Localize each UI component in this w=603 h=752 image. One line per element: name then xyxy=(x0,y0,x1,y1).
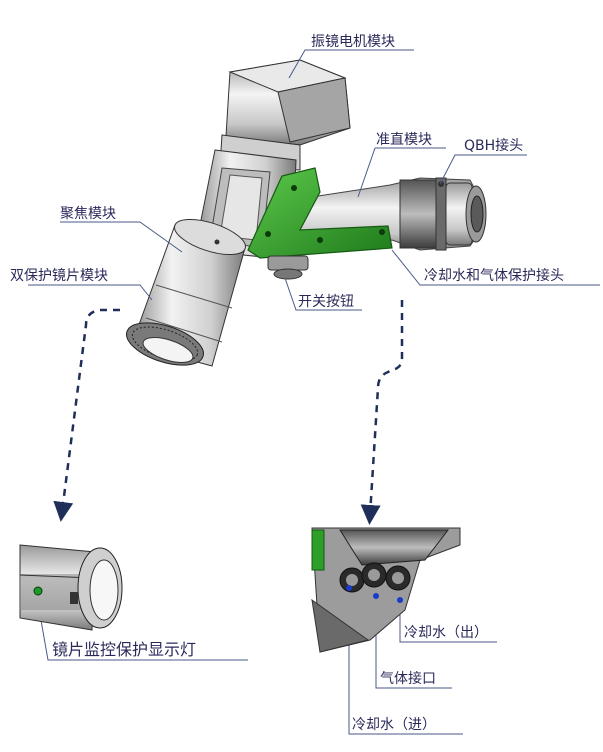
leader-coolant-gas xyxy=(391,249,600,286)
label-lens-monitor: 镜片监控保护显示灯 xyxy=(52,640,197,659)
leader-focusing xyxy=(60,221,183,253)
label-water-in: 冷却水（进） xyxy=(352,717,436,733)
indicator-light xyxy=(33,586,43,596)
port-marker-water-out xyxy=(397,597,403,603)
label-collimation: 准直模块 xyxy=(376,132,432,148)
leader-switch xyxy=(284,277,362,311)
label-qbh: QBH接头 xyxy=(464,138,524,154)
connector-closeup xyxy=(311,527,461,653)
switch-button-shape xyxy=(267,255,309,280)
label-focusing: 聚焦模块 xyxy=(60,206,116,222)
leader-galvo-motor xyxy=(288,49,414,79)
label-switch: 开关按钮 xyxy=(298,294,354,310)
left-dashed-arrow xyxy=(53,308,120,522)
label-gas-inlet: 气体接口 xyxy=(380,671,436,687)
welding-head-body xyxy=(126,59,487,367)
label-coolant-gas: 冷却水和气体保护接头 xyxy=(424,268,564,284)
port-marker-gas xyxy=(373,593,379,599)
leader-collimation xyxy=(357,147,446,198)
dashed-arrows xyxy=(53,300,404,525)
right-dashed-arrow xyxy=(360,300,404,525)
label-galvo-motor: 振镜电机模块 xyxy=(311,34,395,50)
lens-module-nozzle-shape xyxy=(126,322,204,366)
leader-qbh xyxy=(439,154,527,185)
label-water-out: 冷却水（出） xyxy=(404,625,488,641)
leader-dual-lens xyxy=(28,284,153,301)
label-dual-lens: 双保护镜片模块 xyxy=(10,268,108,284)
lens-module-closeup xyxy=(19,544,123,631)
port-marker-water-in xyxy=(346,585,352,591)
green-bracket-shape xyxy=(247,167,393,259)
